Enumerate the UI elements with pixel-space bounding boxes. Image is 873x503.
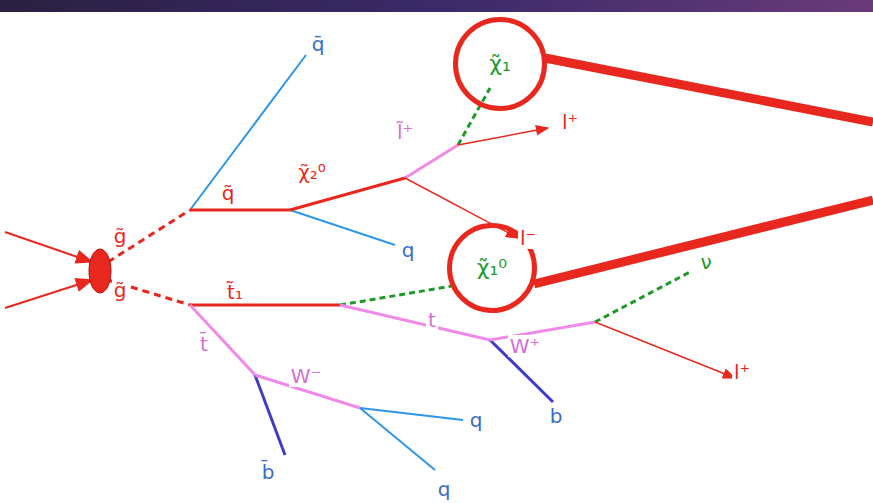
quark-label: q [436,478,453,500]
gluino-label: g̃ [112,225,129,247]
lepton-label: l⁻ [518,227,538,249]
particle-label: χ̃₁⁰ [477,256,507,280]
stop-label: t̃₁ [225,281,245,303]
quark-label: q [468,409,485,431]
w-boson-label: W⁺ [508,335,542,357]
neutrino-label: ν [698,251,713,273]
highlight-circle: χ̃₁ [453,17,547,111]
slepton-label: l̃⁺ [395,121,415,143]
squark-label: q̃ [220,182,237,204]
neutralino-label: χ̃₂⁰ [296,161,328,183]
quark-label: q̄ [310,33,327,55]
top-label: t [426,309,438,331]
w-boson-label: W⁻ [289,365,323,387]
quark-label: q [400,239,417,261]
lepton-label: l⁺ [732,361,752,383]
antitop-label: t̄ [198,333,210,355]
lepton-label: l⁺ [560,111,580,133]
gluino-label: g̃ [112,279,129,301]
bottom-label: b̄ [260,461,277,483]
bottom-label: b [548,405,565,427]
particle-label: χ̃₁ [489,52,511,76]
